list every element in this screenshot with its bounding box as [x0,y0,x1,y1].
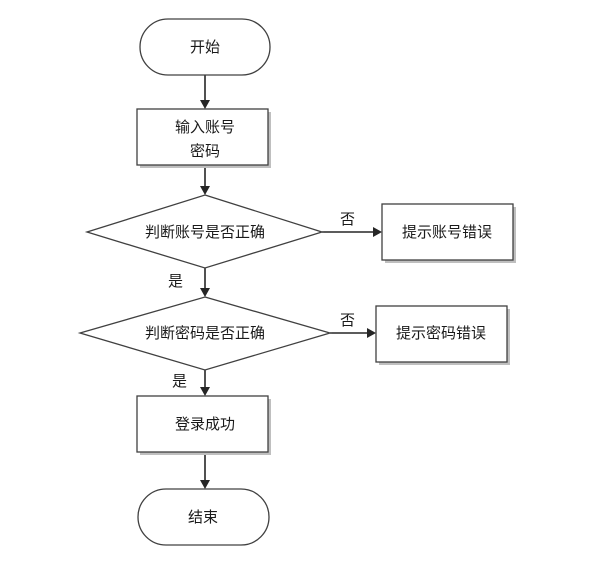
account-no-label: 否 [340,210,355,228]
check-password-node-shape [77,296,333,371]
edge-check-password-to-password-error-arrowhead [367,328,376,338]
input-credentials-node-label-line2: 密码 [190,142,220,160]
edge-start-to-input-arrowhead [200,100,210,109]
check-account-node-label: 判断账号是否正确 [145,223,265,241]
account-error-node: 提示账号错误 [381,203,516,263]
password-error-node: 提示密码错误 [375,305,510,365]
edge-login-success-to-end-arrowhead [200,480,210,489]
input-credentials-node: 输入账号 密码 [136,108,271,168]
edge-check-account-to-check-password-arrowhead [200,288,210,297]
edge-input-to-check-account-arrowhead [200,186,210,195]
account-yes-label: 是 [168,272,183,290]
check-password-node-label: 判断密码是否正确 [145,324,265,342]
password-yes-label: 是 [172,372,187,390]
start-node-shape [139,18,271,76]
start-node: 开始 [139,18,271,76]
password-error-node-label: 提示密码错误 [396,324,486,342]
flowchart-edges [200,75,382,489]
check-password-node: 判断密码是否正确 [77,296,333,371]
account-error-node-shape [381,203,514,261]
end-node: 结束 [137,488,270,546]
login-success-node: 登录成功 [136,395,271,455]
edge-check-password-to-login-success-arrowhead [200,387,210,396]
edge-check-account-to-account-error-arrowhead [373,227,382,237]
branch-labels: 否 是 否 是 [168,210,355,390]
input-credentials-node-shape [136,108,269,166]
login-success-node-label: 登录成功 [175,415,235,433]
start-node-label: 开始 [190,38,220,56]
input-credentials-node-label-line1: 输入账号 [175,118,235,136]
end-node-label: 结束 [188,508,218,526]
account-error-node-label: 提示账号错误 [402,223,492,241]
end-node-shape [137,488,270,546]
check-account-node-shape [84,194,325,269]
login-success-node-shape [136,395,269,453]
password-no-label: 否 [340,311,355,329]
check-account-node: 判断账号是否正确 [84,194,325,269]
password-error-node-shape [375,305,508,363]
